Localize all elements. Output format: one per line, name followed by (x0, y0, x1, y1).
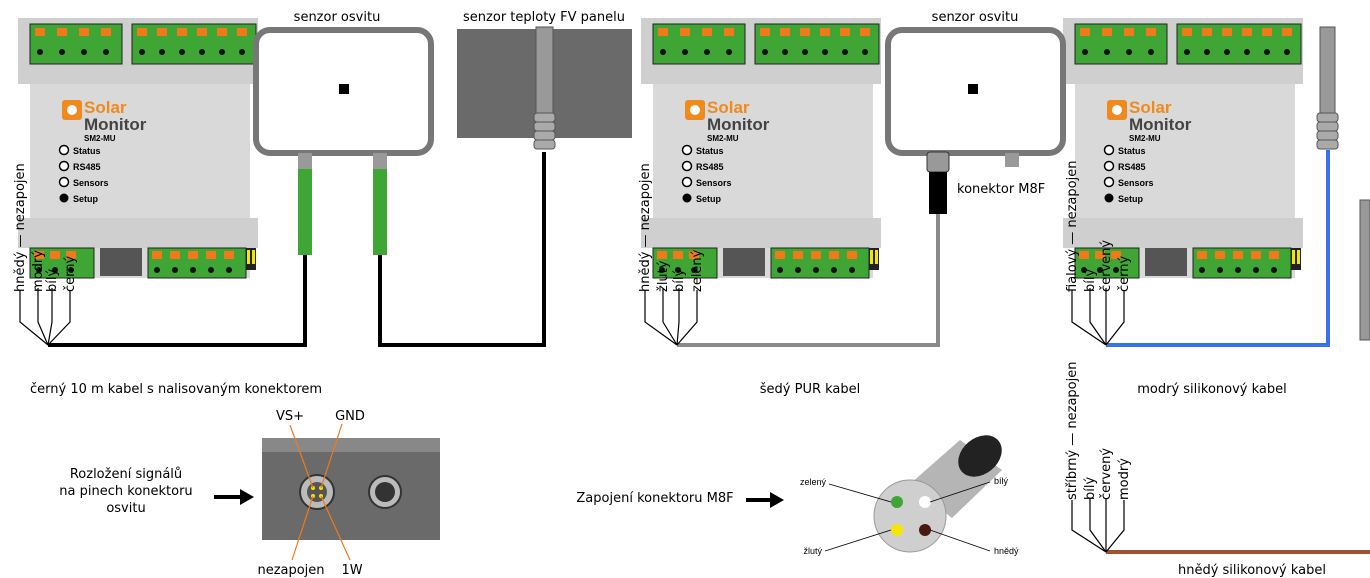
svg-text:Solar: Solar (1129, 98, 1172, 117)
cable-blue-caption: modrý silikonový kabel (1137, 382, 1287, 397)
wire-fan-3 (1071, 288, 1125, 346)
svg-text:Monitor: Monitor (707, 115, 770, 134)
svg-text:černý: černý (1117, 255, 1132, 292)
svg-text:Rozložení signálů: Rozložení signálů (70, 467, 182, 482)
svg-text:Setup: Setup (73, 194, 99, 204)
svg-text:RS485: RS485 (696, 162, 724, 172)
svg-text:bílý: bílý (994, 476, 1009, 486)
svg-text:modrý: modrý (1117, 458, 1132, 500)
wire-labels-4: stříbrný — nezapojen bílý červený modrý (1065, 362, 1132, 500)
svg-text:černý: černý (63, 255, 78, 292)
wire-labels-1: hnědý — nezapojen modrý bílý černý (13, 163, 78, 292)
panel-temperature-sensor: senzor teploty FV panelu (457, 10, 632, 150)
solar-monitor-unit-3: Solar Monitor SM2-MU Status RS485 Sensor… (1062, 17, 1304, 309)
svg-text:Setup: Setup (696, 194, 722, 204)
svg-text:zelený: zelený (800, 477, 827, 487)
svg-text:na pinech konektoru: na pinech konektoru (59, 484, 192, 499)
temperature-sensor-blue (1316, 26, 1339, 150)
black-cable (48, 152, 546, 347)
svg-text:Sensors: Sensors (73, 178, 109, 188)
wire-fan-2 (644, 288, 698, 346)
cable-black-caption: černý 10 m kabel s nalisovaným konektore… (30, 382, 322, 397)
svg-text:hnědý — nezapojen: hnědý — nezapojen (638, 163, 653, 292)
svg-text:bílý: bílý (672, 269, 687, 292)
svg-text:GND: GND (335, 409, 365, 424)
svg-text:RS485: RS485 (73, 162, 101, 172)
svg-text:1W: 1W (341, 563, 362, 578)
svg-text:Solar: Solar (707, 98, 750, 117)
svg-text:VS+: VS+ (276, 409, 304, 424)
wire-fan-4 (1071, 498, 1125, 553)
svg-text:osvitu: osvitu (106, 501, 145, 516)
svg-text:bílý: bílý (45, 269, 60, 292)
svg-text:konektor M8F: konektor M8F (957, 182, 1045, 197)
svg-text:Setup: Setup (1118, 194, 1144, 204)
svg-text:SM2-MU: SM2-MU (84, 134, 116, 143)
svg-text:stříbrný — nezapojen: stříbrný — nezapojen (1065, 362, 1080, 500)
svg-text:zelený: zelený (690, 249, 705, 292)
wire-labels-2: hnědý — nezapojen žlutý bílý zelený (638, 163, 705, 292)
svg-text:SM2-MU: SM2-MU (1129, 134, 1161, 143)
light-sensor-1: senzor osvitu (253, 10, 434, 255)
svg-text:Status: Status (1118, 146, 1146, 156)
blue-cable (1106, 150, 1330, 347)
svg-text:nezapojen: nezapojen (257, 563, 324, 578)
svg-text:Sensors: Sensors (1118, 178, 1154, 188)
svg-text:Monitor: Monitor (1129, 115, 1192, 134)
pin-layout-diagram: Rozložení signálů na pinech konektoru os… (59, 409, 440, 578)
svg-text:žlutý: žlutý (803, 546, 822, 556)
light-sensor-2: senzor osvitu konektor M8F (885, 10, 1066, 214)
grey-cable (677, 214, 940, 347)
svg-text:senzor osvitu: senzor osvitu (294, 10, 381, 25)
svg-text:senzor teploty FV panelu: senzor teploty FV panelu (463, 10, 625, 25)
svg-text:Monitor: Monitor (84, 115, 147, 134)
svg-text:Status: Status (73, 146, 101, 156)
svg-text:Sensors: Sensors (696, 178, 732, 188)
svg-text:hnědý: hnědý (994, 546, 1019, 556)
solar-monitor-unit-1: Solar Monitor SM2-MU Status RS485 Sensor… (17, 17, 259, 309)
svg-text:Status: Status (696, 146, 724, 156)
svg-text:Zapojení konektoru M8F: Zapojení konektoru M8F (576, 491, 733, 506)
svg-text:žlutý: žlutý (656, 260, 671, 292)
wire-labels-3: fialový — nezapojen bílý červený černý (1065, 161, 1132, 292)
cable-grey-caption: šedý PUR kabel (760, 382, 861, 397)
wire-fan-1 (19, 288, 71, 346)
svg-text:bílý: bílý (1083, 477, 1098, 500)
svg-text:senzor osvitu: senzor osvitu (932, 10, 1019, 25)
svg-text:fialový — nezapojen: fialový — nezapojen (1065, 161, 1080, 292)
m8f-connector-diagram: Zapojení konektoru M8F zelený bílý žlutý… (576, 435, 1019, 556)
svg-text:RS485: RS485 (1118, 162, 1146, 172)
svg-text:Solar: Solar (84, 98, 127, 117)
svg-text:modrý: modrý (31, 250, 46, 292)
svg-text:bílý: bílý (1083, 269, 1098, 292)
svg-text:červený: červený (1099, 448, 1114, 500)
cable-brown-caption: hnědý silikonový kabel (1178, 563, 1326, 578)
svg-text:hnědý — nezapojen: hnědý — nezapojen (13, 163, 28, 292)
solar-monitor-unit-2: Solar Monitor SM2-MU Status RS485 Sensor… (640, 17, 882, 309)
svg-text:červený: červený (1099, 240, 1114, 292)
svg-text:SM2-MU: SM2-MU (707, 134, 739, 143)
